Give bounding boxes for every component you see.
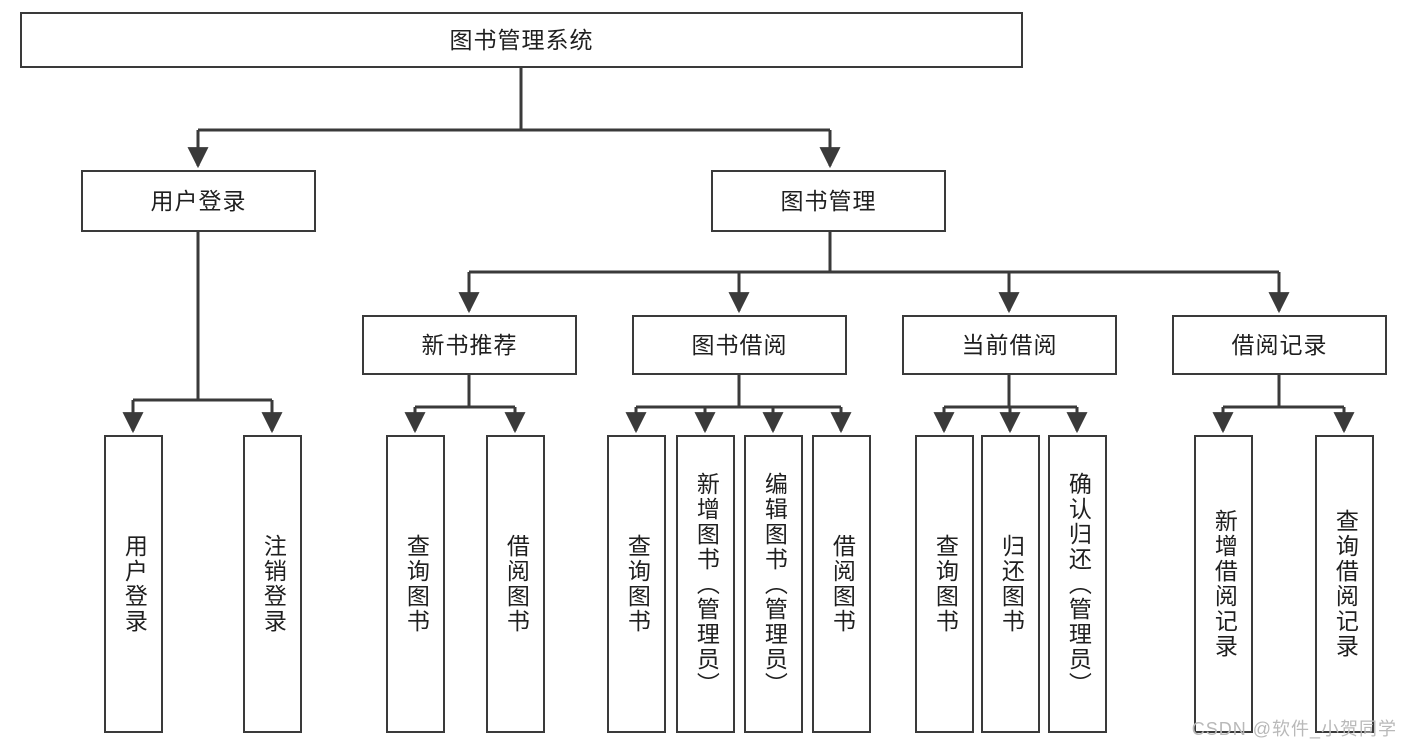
node-book-borrow-label: 图书借阅 [691, 331, 788, 358]
node-leaf-query-book-1[interactable]: 查询图书 [386, 435, 445, 733]
node-leaf-logout-label: 注销登录 [260, 534, 287, 634]
node-leaf-query-book-2-label: 查询图书 [624, 534, 651, 634]
node-book-manage-label: 图书管理 [780, 187, 877, 214]
node-user-login[interactable]: 用户登录 [81, 170, 316, 232]
node-leaf-query-book-1-label: 查询图书 [403, 534, 430, 634]
node-root-label: 图书管理系统 [449, 26, 594, 53]
node-leaf-query-book-2[interactable]: 查询图书 [607, 435, 666, 733]
node-leaf-edit-book-label: 编辑图书（管理员） [761, 471, 788, 697]
node-leaf-edit-book[interactable]: 编辑图书（管理员） [744, 435, 803, 733]
node-leaf-borrow-book-2-label: 借阅图书 [829, 534, 856, 634]
node-leaf-query-book-3-label: 查询图书 [932, 534, 959, 634]
node-new-book-recommend[interactable]: 新书推荐 [362, 315, 577, 375]
node-leaf-add-book[interactable]: 新增图书（管理员） [676, 435, 735, 733]
node-borrow-record[interactable]: 借阅记录 [1172, 315, 1387, 375]
node-leaf-borrow-book-1[interactable]: 借阅图书 [486, 435, 545, 733]
node-leaf-return-book[interactable]: 归还图书 [981, 435, 1040, 733]
node-leaf-user-login[interactable]: 用户登录 [104, 435, 163, 733]
node-leaf-borrow-book-1-label: 借阅图书 [503, 534, 530, 634]
node-borrow-record-label: 借阅记录 [1231, 331, 1328, 358]
node-user-login-label: 用户登录 [150, 187, 247, 214]
node-current-borrow-label: 当前借阅 [961, 331, 1058, 358]
node-leaf-borrow-book-2[interactable]: 借阅图书 [812, 435, 871, 733]
node-leaf-return-book-label: 归还图书 [998, 534, 1025, 634]
node-leaf-add-record[interactable]: 新增借阅记录 [1194, 435, 1253, 733]
node-leaf-query-record[interactable]: 查询借阅记录 [1315, 435, 1374, 733]
node-leaf-confirm-return-label: 确认归还（管理员） [1065, 471, 1092, 697]
node-leaf-confirm-return[interactable]: 确认归还（管理员） [1048, 435, 1107, 733]
node-current-borrow[interactable]: 当前借阅 [902, 315, 1117, 375]
node-leaf-user-login-label: 用户登录 [121, 534, 148, 634]
node-leaf-add-book-label: 新增图书（管理员） [693, 471, 720, 697]
node-leaf-query-record-label: 查询借阅记录 [1332, 509, 1359, 659]
node-root[interactable]: 图书管理系统 [20, 12, 1023, 68]
node-book-manage[interactable]: 图书管理 [711, 170, 946, 232]
node-leaf-add-record-label: 新增借阅记录 [1211, 509, 1238, 659]
watermark: CSDN @软件_小贺同学 [1191, 719, 1397, 739]
node-book-borrow[interactable]: 图书借阅 [632, 315, 847, 375]
node-new-book-recommend-label: 新书推荐 [421, 331, 518, 358]
node-leaf-query-book-3[interactable]: 查询图书 [915, 435, 974, 733]
node-leaf-logout[interactable]: 注销登录 [243, 435, 302, 733]
